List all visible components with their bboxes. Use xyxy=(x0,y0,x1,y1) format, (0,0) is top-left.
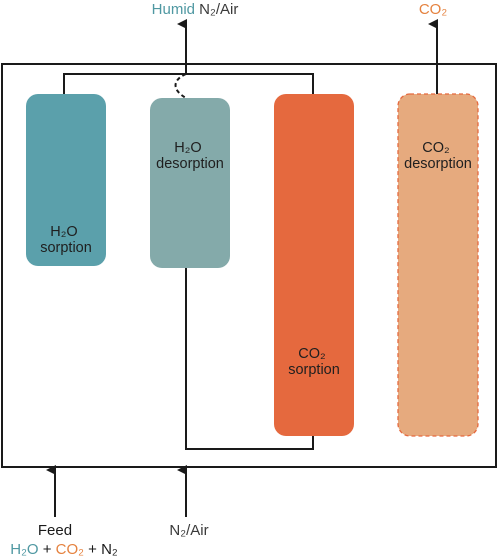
h2o-desorption-line2: desorption xyxy=(156,156,224,172)
system-boundary xyxy=(1,63,497,468)
feed-label: Feed xyxy=(38,522,72,539)
h2o-sorption-line2: sorption xyxy=(40,240,92,256)
n2-air-outlet-word: N₂/Air xyxy=(195,1,238,18)
h2o-sorption-to-co2-sorption-line xyxy=(63,73,314,94)
purge-inlet-label: N₂/Air xyxy=(169,522,208,539)
h2o-desorption-label: H₂O desorption xyxy=(156,140,224,172)
co2-desorption-line1: CO₂ xyxy=(422,140,449,156)
feed-co2: CO₂ xyxy=(56,541,85,558)
co2-sorption-line1: CO₂ xyxy=(298,346,325,362)
co2-outlet-label: CO₂ xyxy=(419,1,448,18)
co2-sorption-label: CO₂ sorption xyxy=(288,346,340,378)
co2-desorption-label: CO₂ desorption xyxy=(404,140,472,172)
h2o-desorption-outlet-dashed-line xyxy=(174,73,187,99)
co2-desorption-line2: desorption xyxy=(404,156,472,172)
purge-return-line xyxy=(185,268,314,450)
co2-sorption-line2: sorption xyxy=(288,362,340,378)
feed-plus-n2: + N₂ xyxy=(84,541,118,558)
h2o-desorption-line1: H₂O xyxy=(174,140,201,156)
h2o-sorption-line1: H₂O xyxy=(50,224,77,240)
h2o-sorption-label: H₂O sorption xyxy=(40,224,92,256)
humid-outlet-label: Humid N₂/Air xyxy=(152,1,239,18)
humid-word: Humid xyxy=(152,1,195,18)
feed-plus-1: + xyxy=(39,541,56,558)
feed-composition: H₂O + CO₂ + N₂ xyxy=(10,541,118,558)
feed-h2o: H₂O xyxy=(10,541,38,558)
h2o-sorption-column xyxy=(26,94,106,266)
co2-sorption-column xyxy=(274,94,354,436)
h2o-desorption-column xyxy=(150,98,230,268)
